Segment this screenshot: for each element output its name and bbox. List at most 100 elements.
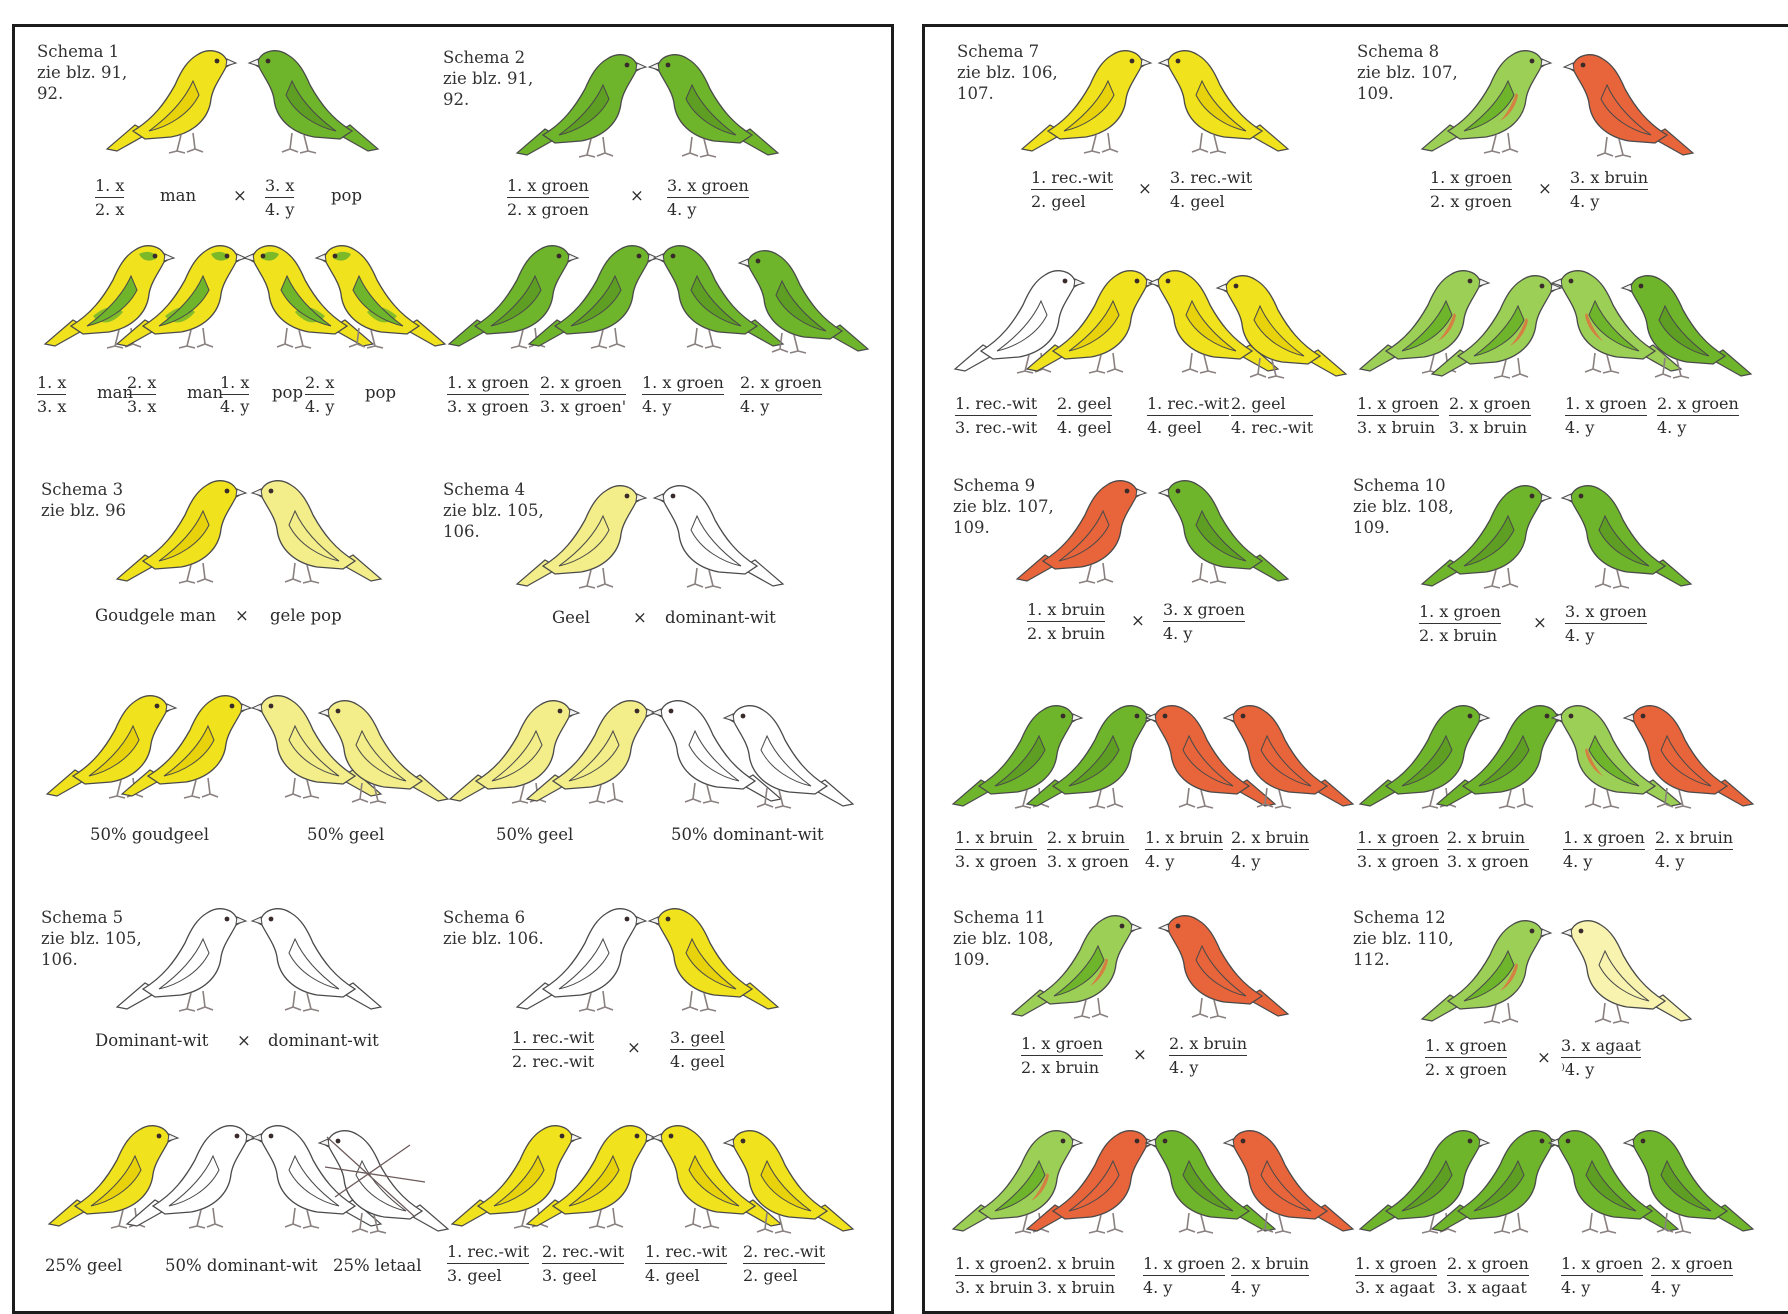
child-bird-icon <box>1613 262 1753 380</box>
genotype-fraction: 1. rec.-wit2. rec.-wit <box>512 1027 594 1072</box>
sex-label: man <box>160 185 196 207</box>
genotype-fraction: 2. x groen4. y <box>740 372 822 417</box>
sex-label: man <box>187 382 223 404</box>
child-bird-icon <box>715 692 855 810</box>
parent-bird-icon <box>1010 902 1150 1020</box>
genotype-fraction: 1. x2. x <box>95 175 124 220</box>
child-bird-icon <box>1208 262 1348 380</box>
parent-bird-icon <box>1553 472 1693 590</box>
ratio-label: 50% dominant-wit <box>165 1255 318 1277</box>
genotype-fraction: 3. geel4. geel <box>670 1027 725 1072</box>
genotype-fraction: 2. x groen4. y <box>1657 393 1739 438</box>
cross-sign: × <box>1533 612 1547 634</box>
genotype-fraction: 1. x groen2. x groen <box>1425 1035 1507 1080</box>
genotype-fraction: 3. x groen4. y <box>667 175 749 220</box>
genotype-fraction: 1. x groen2. x bruin <box>1021 1033 1103 1078</box>
genotype-fraction: 1. x groen2. x groen <box>507 175 589 220</box>
genotype-fraction: 2. x bruin3. x bruin <box>1037 1253 1115 1298</box>
cross-sign: × <box>633 607 647 629</box>
parent-bird-icon <box>1420 472 1560 590</box>
parent-label: gele pop <box>270 605 342 627</box>
parent-bird-icon <box>243 467 383 585</box>
child-bird-icon <box>730 237 870 355</box>
parent-bird-icon <box>1420 37 1560 155</box>
sex-label: pop <box>331 185 362 207</box>
genotype-fraction: 1. x groen2. x groen <box>1430 167 1512 212</box>
child-bird-icon <box>1215 692 1355 810</box>
cross-sign: × <box>1131 610 1145 632</box>
cross-sign: × <box>235 605 249 627</box>
genotype-fraction: 1. x groen4. y <box>1563 827 1645 872</box>
child-bird-icon <box>1215 1117 1355 1235</box>
parent-label: Geel <box>552 607 590 629</box>
genotype-fraction: 2. x4. y <box>305 372 334 417</box>
schema-caption: Schema 3 zie blz. 96 <box>41 479 126 521</box>
child-bird-icon <box>715 1117 855 1235</box>
parent-bird-icon <box>645 472 785 590</box>
parent-bird-icon <box>1553 907 1693 1025</box>
child-bird-icon <box>307 232 447 350</box>
parent-bird-icon <box>640 41 780 159</box>
parent-label: Goudgele man <box>95 605 216 627</box>
cross-sign: × <box>627 1037 641 1059</box>
parent-bird-icon <box>115 895 255 1013</box>
parent-label: dominant-wit <box>268 1030 379 1052</box>
parent-label: dominant-wit <box>665 607 776 629</box>
ratio-label: 25% letaal <box>333 1255 422 1277</box>
genotype-fraction: 1. x bruin4. y <box>1145 827 1223 872</box>
parent-bird-icon <box>115 467 255 585</box>
parent-bird-icon <box>515 41 655 159</box>
parent-bird-icon <box>1150 902 1290 1020</box>
child-bird-icon <box>1615 692 1755 810</box>
parent-bird-icon <box>105 37 245 155</box>
ratio-label: 50% geel <box>496 824 573 846</box>
genotype-fraction: 1. rec.-wit3. geel <box>447 1241 529 1286</box>
parent-bird-icon <box>515 895 655 1013</box>
ratio-label: 50% goudgeel <box>90 824 209 846</box>
parent-bird-icon <box>640 895 780 1013</box>
parent-bird-icon <box>1555 41 1695 159</box>
child-bird-icon <box>120 682 260 800</box>
parent-bird-icon <box>1020 37 1160 155</box>
cross-sign: × <box>233 185 247 207</box>
child-bird-icon <box>1615 1117 1755 1235</box>
parent-bird-icon <box>1015 467 1155 585</box>
parent-bird-icon <box>1150 37 1290 155</box>
genotype-fraction: 2. x bruin3. x groen <box>1047 827 1129 872</box>
parent-bird-icon <box>240 37 380 155</box>
genotype-fraction: 2. x groen3. x bruin <box>1449 393 1531 438</box>
cross-sign: × <box>237 1030 251 1052</box>
cross-sign: × <box>1138 178 1152 200</box>
genotype-fraction: 1. x3. x <box>37 372 66 417</box>
cross-sign: × <box>1538 178 1552 200</box>
cross-sign: × <box>1133 1044 1147 1066</box>
genotype-fraction: 3. x agaat⁾4. y <box>1561 1035 1641 1080</box>
genotype-fraction: 1. x4. y <box>220 372 249 417</box>
genotype-fraction: 3. x groen4. y <box>1565 601 1647 646</box>
